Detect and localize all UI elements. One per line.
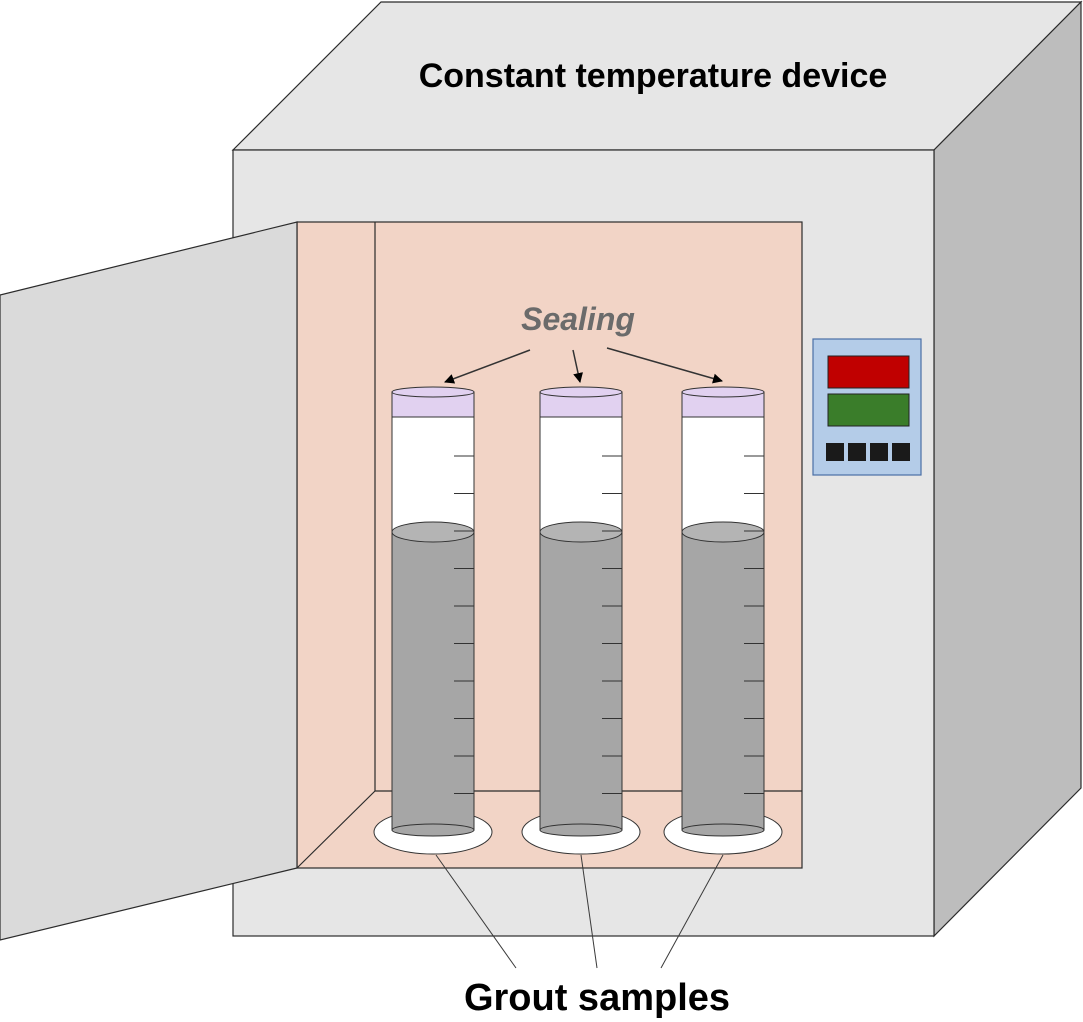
controller-button[interactable] [826,443,844,461]
cylinder-bottom [391,823,475,837]
controller-button[interactable] [870,443,888,461]
grout-surface [681,521,765,543]
device-title: Constant temperature device [419,57,888,95]
grout-surface [539,521,623,543]
cylinder-glass [681,396,765,533]
samples-leader-3 [660,854,724,969]
cylinder-1 [373,386,493,855]
cylinder-3 [663,386,783,855]
sealing-arrow-2 [572,349,583,383]
sealing-label: Sealing [521,301,635,337]
red-display [827,355,910,389]
grout-samples-group [373,386,783,855]
cabinet-door[interactable] [0,221,298,941]
sealing-arrow-3 [606,347,723,384]
samples-leader-1 [435,854,517,969]
green-display [827,393,910,427]
samples-label: Grout samples [464,977,730,1019]
cylinder-bottom [539,823,623,837]
cylinder-glass [391,396,475,533]
cylinder-glass [539,396,623,533]
grout-surface [391,521,475,543]
cylinder-2 [521,386,641,855]
samples-leader-2 [580,854,598,969]
controller-button[interactable] [848,443,866,461]
sealing-cap-top [681,386,765,398]
chamber-floor-edge [296,790,376,869]
sealing-cap-top [539,386,623,398]
cylinder-bottom [681,823,765,837]
sealing-arrow-1 [444,349,531,384]
temperature-controller [812,338,922,476]
cabinet-side [933,0,1082,938]
sealing-cap-top [391,386,475,398]
controller-button[interactable] [892,443,910,461]
